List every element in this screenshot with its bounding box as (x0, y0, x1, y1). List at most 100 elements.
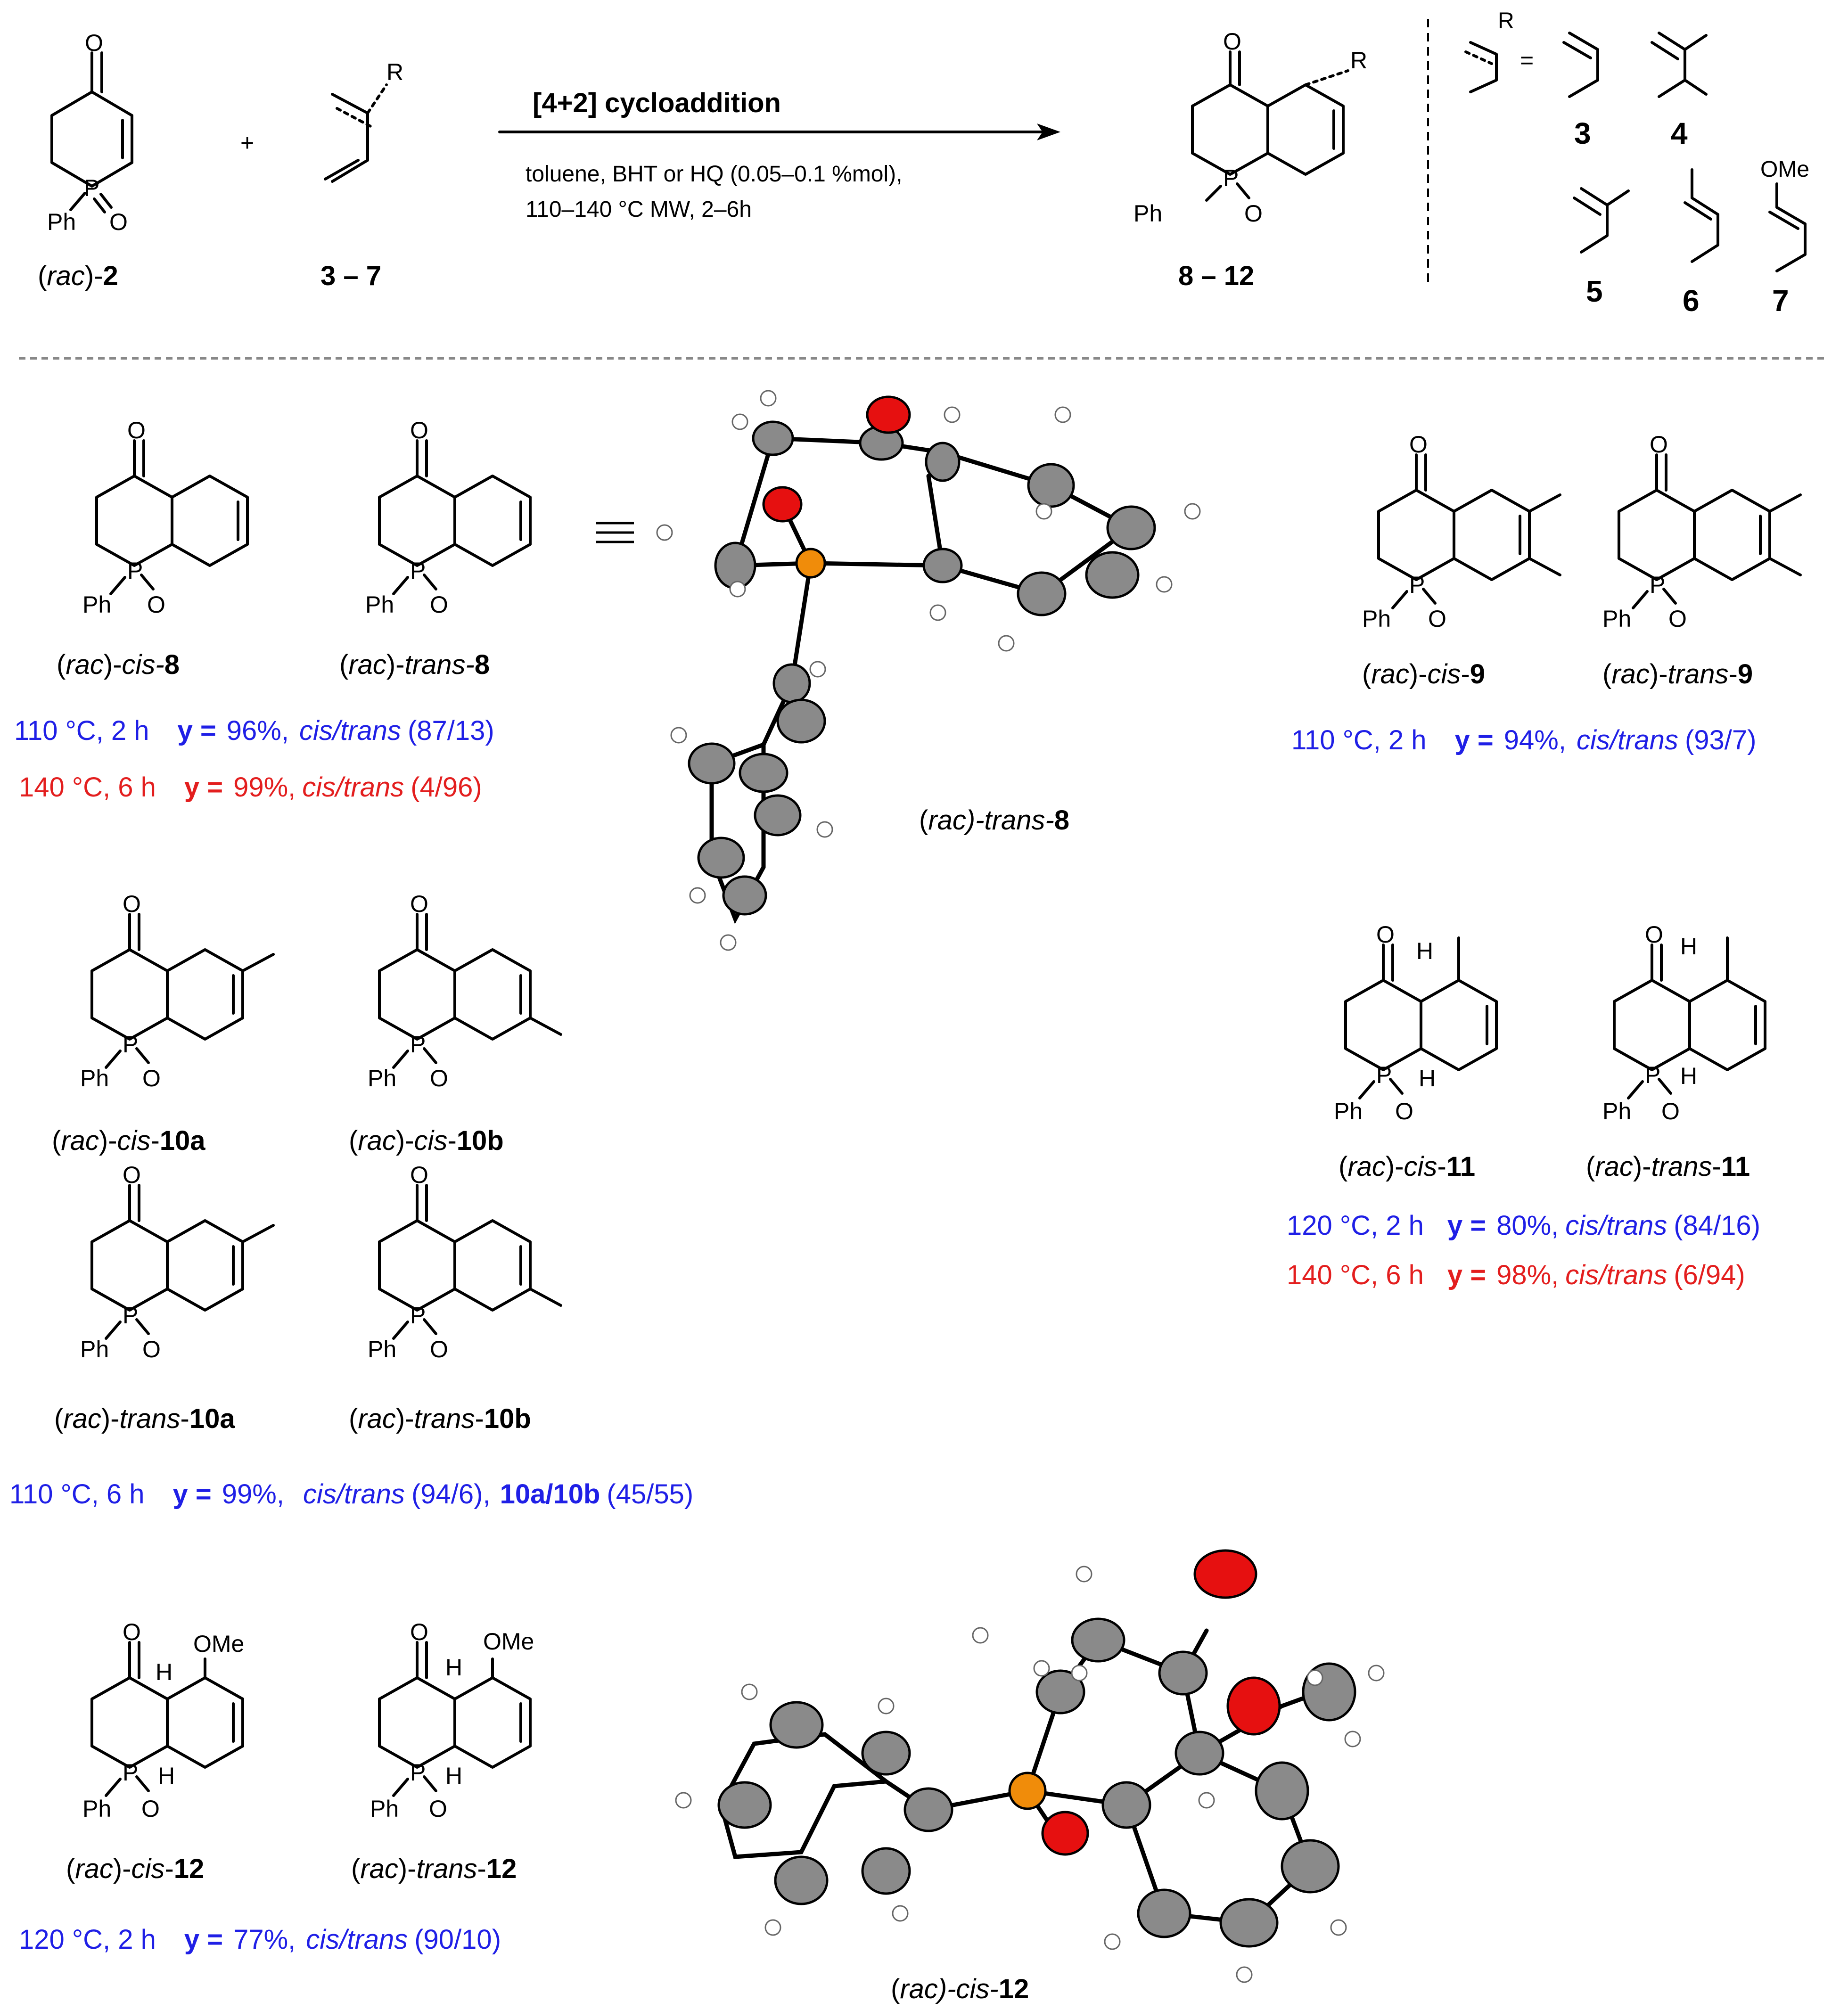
atom-p: P (84, 175, 99, 201)
diene-legend: R = 3 4 5 6 OMe 7 (1464, 8, 1809, 318)
atom-ph: Ph (80, 1065, 109, 1091)
conditions-line-1: toluene, BHT or HQ (0.05–0.1 %mol), (526, 162, 902, 187)
atom-ome: OMe (1760, 157, 1809, 182)
atom-o: O (1395, 1098, 1413, 1124)
atom-o: O (1244, 200, 1263, 227)
atom-r: R (1498, 8, 1514, 33)
atom-o: O (430, 1065, 448, 1091)
diene-number: 3 (1574, 116, 1591, 150)
atom-p: P (410, 1759, 426, 1786)
atom-h: H (445, 1763, 462, 1789)
atom-ph: Ph (370, 1796, 399, 1822)
atom-o: O (1376, 921, 1395, 948)
compound-number: 2 (103, 261, 118, 291)
svg-text:(rac)-2: (rac)-2 (38, 261, 118, 291)
atom-p: P (123, 1759, 138, 1786)
atom-o: O (1661, 1098, 1680, 1124)
atom-p: P (127, 558, 143, 584)
atom-r: R (1350, 47, 1367, 74)
starting-material-2: O P Ph O (rac)-2 (38, 30, 133, 291)
atom-o: O (141, 1796, 160, 1822)
atom-p: P (1223, 165, 1239, 191)
atom-h: H (158, 1763, 175, 1789)
atom-p: P (1376, 1062, 1392, 1088)
atom-p: P (410, 1302, 426, 1329)
svg-text:(rac)-cis-12: (rac)-cis-12 (891, 1974, 1029, 2004)
compound-trans-10b: O P Ph O (rac)-trans-10b (349, 1162, 562, 1434)
atom-h: H (156, 1659, 172, 1685)
atom-r: R (386, 59, 403, 85)
range-dash: – (343, 261, 358, 291)
atom-ph: Ph (82, 591, 111, 618)
atom-o: O (410, 1619, 428, 1645)
atom-p: P (1650, 572, 1665, 598)
compound-trans-12: O OMe H P H Ph O (rac)-trans-12 (351, 1619, 534, 1884)
compound-cis-8: O P Ph O (rac)-cis-8 (57, 417, 249, 680)
atom-ph: Ph (47, 209, 76, 235)
identity-sign (596, 522, 634, 543)
atom-o: O (147, 591, 165, 618)
compound-trans-9: O P Ph O (rac)-trans-9 (1602, 431, 1802, 689)
svg-text:(rac)-trans-11: (rac)-trans-11 (1586, 1151, 1750, 1182)
diene-end: 7 (366, 261, 381, 291)
conditions-line-2: 110–140 °C MW, 2–6h (526, 197, 752, 222)
svg-text:(rac)-trans-12: (rac)-trans-12 (351, 1854, 517, 1884)
svg-text:(rac)-cis-9: (rac)-cis-9 (1362, 659, 1485, 689)
product-general: O P Ph O R 8 – 12 (1133, 28, 1367, 291)
atom-h: H (1680, 1063, 1697, 1089)
svg-text:(rac)-trans-10a: (rac)-trans-10a (54, 1403, 235, 1434)
generic-diene: R 3 – 7 (320, 59, 403, 291)
atom-ph: Ph (365, 591, 394, 618)
atom-o: O (109, 209, 128, 235)
compound-trans-8: O P Ph O (rac)-trans-8 (339, 417, 532, 680)
compound-cis-10a: O P Ph O (rac)-cis-10a (52, 891, 275, 1156)
diene-number: 7 (1772, 284, 1789, 318)
atom-ph: Ph (1334, 1098, 1363, 1124)
plus-sign: + (240, 130, 254, 156)
atom-p: P (123, 1031, 138, 1058)
atom-o: O (410, 1162, 428, 1188)
equals-sign: = (1520, 47, 1534, 74)
range-dash: – (1201, 261, 1216, 291)
reaction-arrow: [4+2] cycloaddition toluene, BHT or HQ (… (498, 88, 1060, 222)
atom-ph: Ph (82, 1796, 111, 1822)
atom-o: O (410, 891, 428, 917)
crystal-structure-cis-12: (rac)-cis-12 (675, 1549, 1385, 2004)
atom-o: O (127, 417, 146, 443)
compound-label: (rac)-trans-8 (339, 649, 490, 680)
svg-text:(rac)-trans-9: (rac)-trans-9 (1602, 659, 1753, 689)
atom-ph: Ph (1362, 606, 1391, 632)
atom-o: O (429, 1796, 447, 1822)
diene-number: 5 (1586, 274, 1603, 308)
diene-number: 4 (1671, 116, 1688, 150)
crystal-structure-trans-8: (rac)-trans-8 (656, 390, 1201, 951)
atom-ph: Ph (368, 1065, 396, 1091)
compound-label: (rac)-cis-8 (57, 649, 180, 680)
compound-cis-9: O P Ph O (rac)-cis-9 (1362, 431, 1561, 689)
atom-p: P (123, 1302, 138, 1329)
atom-p: P (1409, 572, 1425, 598)
atom-o: O (142, 1336, 161, 1362)
atom-o: O (1668, 606, 1687, 632)
atom-ome: OMe (483, 1628, 534, 1655)
atom-o: O (1645, 921, 1663, 948)
atom-o: O (1428, 606, 1446, 632)
atom-ph: Ph (368, 1336, 396, 1362)
atom-o: O (1650, 431, 1668, 458)
diene-number: 6 (1683, 284, 1700, 318)
atom-o: O (430, 591, 448, 618)
product-end: 12 (1224, 261, 1255, 291)
atom-o: O (85, 30, 103, 56)
svg-text:(rac)-trans-10b: (rac)-trans-10b (349, 1403, 531, 1434)
atom-ome: OMe (193, 1631, 244, 1657)
atom-o: O (123, 1162, 141, 1188)
atom-p: P (410, 558, 426, 584)
compound-cis-12: O OMe H P H Ph O (rac)-cis-12 (66, 1619, 244, 1884)
atom-p: P (1645, 1062, 1660, 1088)
atom-o: O (123, 891, 141, 917)
atom-ph: Ph (1602, 606, 1631, 632)
